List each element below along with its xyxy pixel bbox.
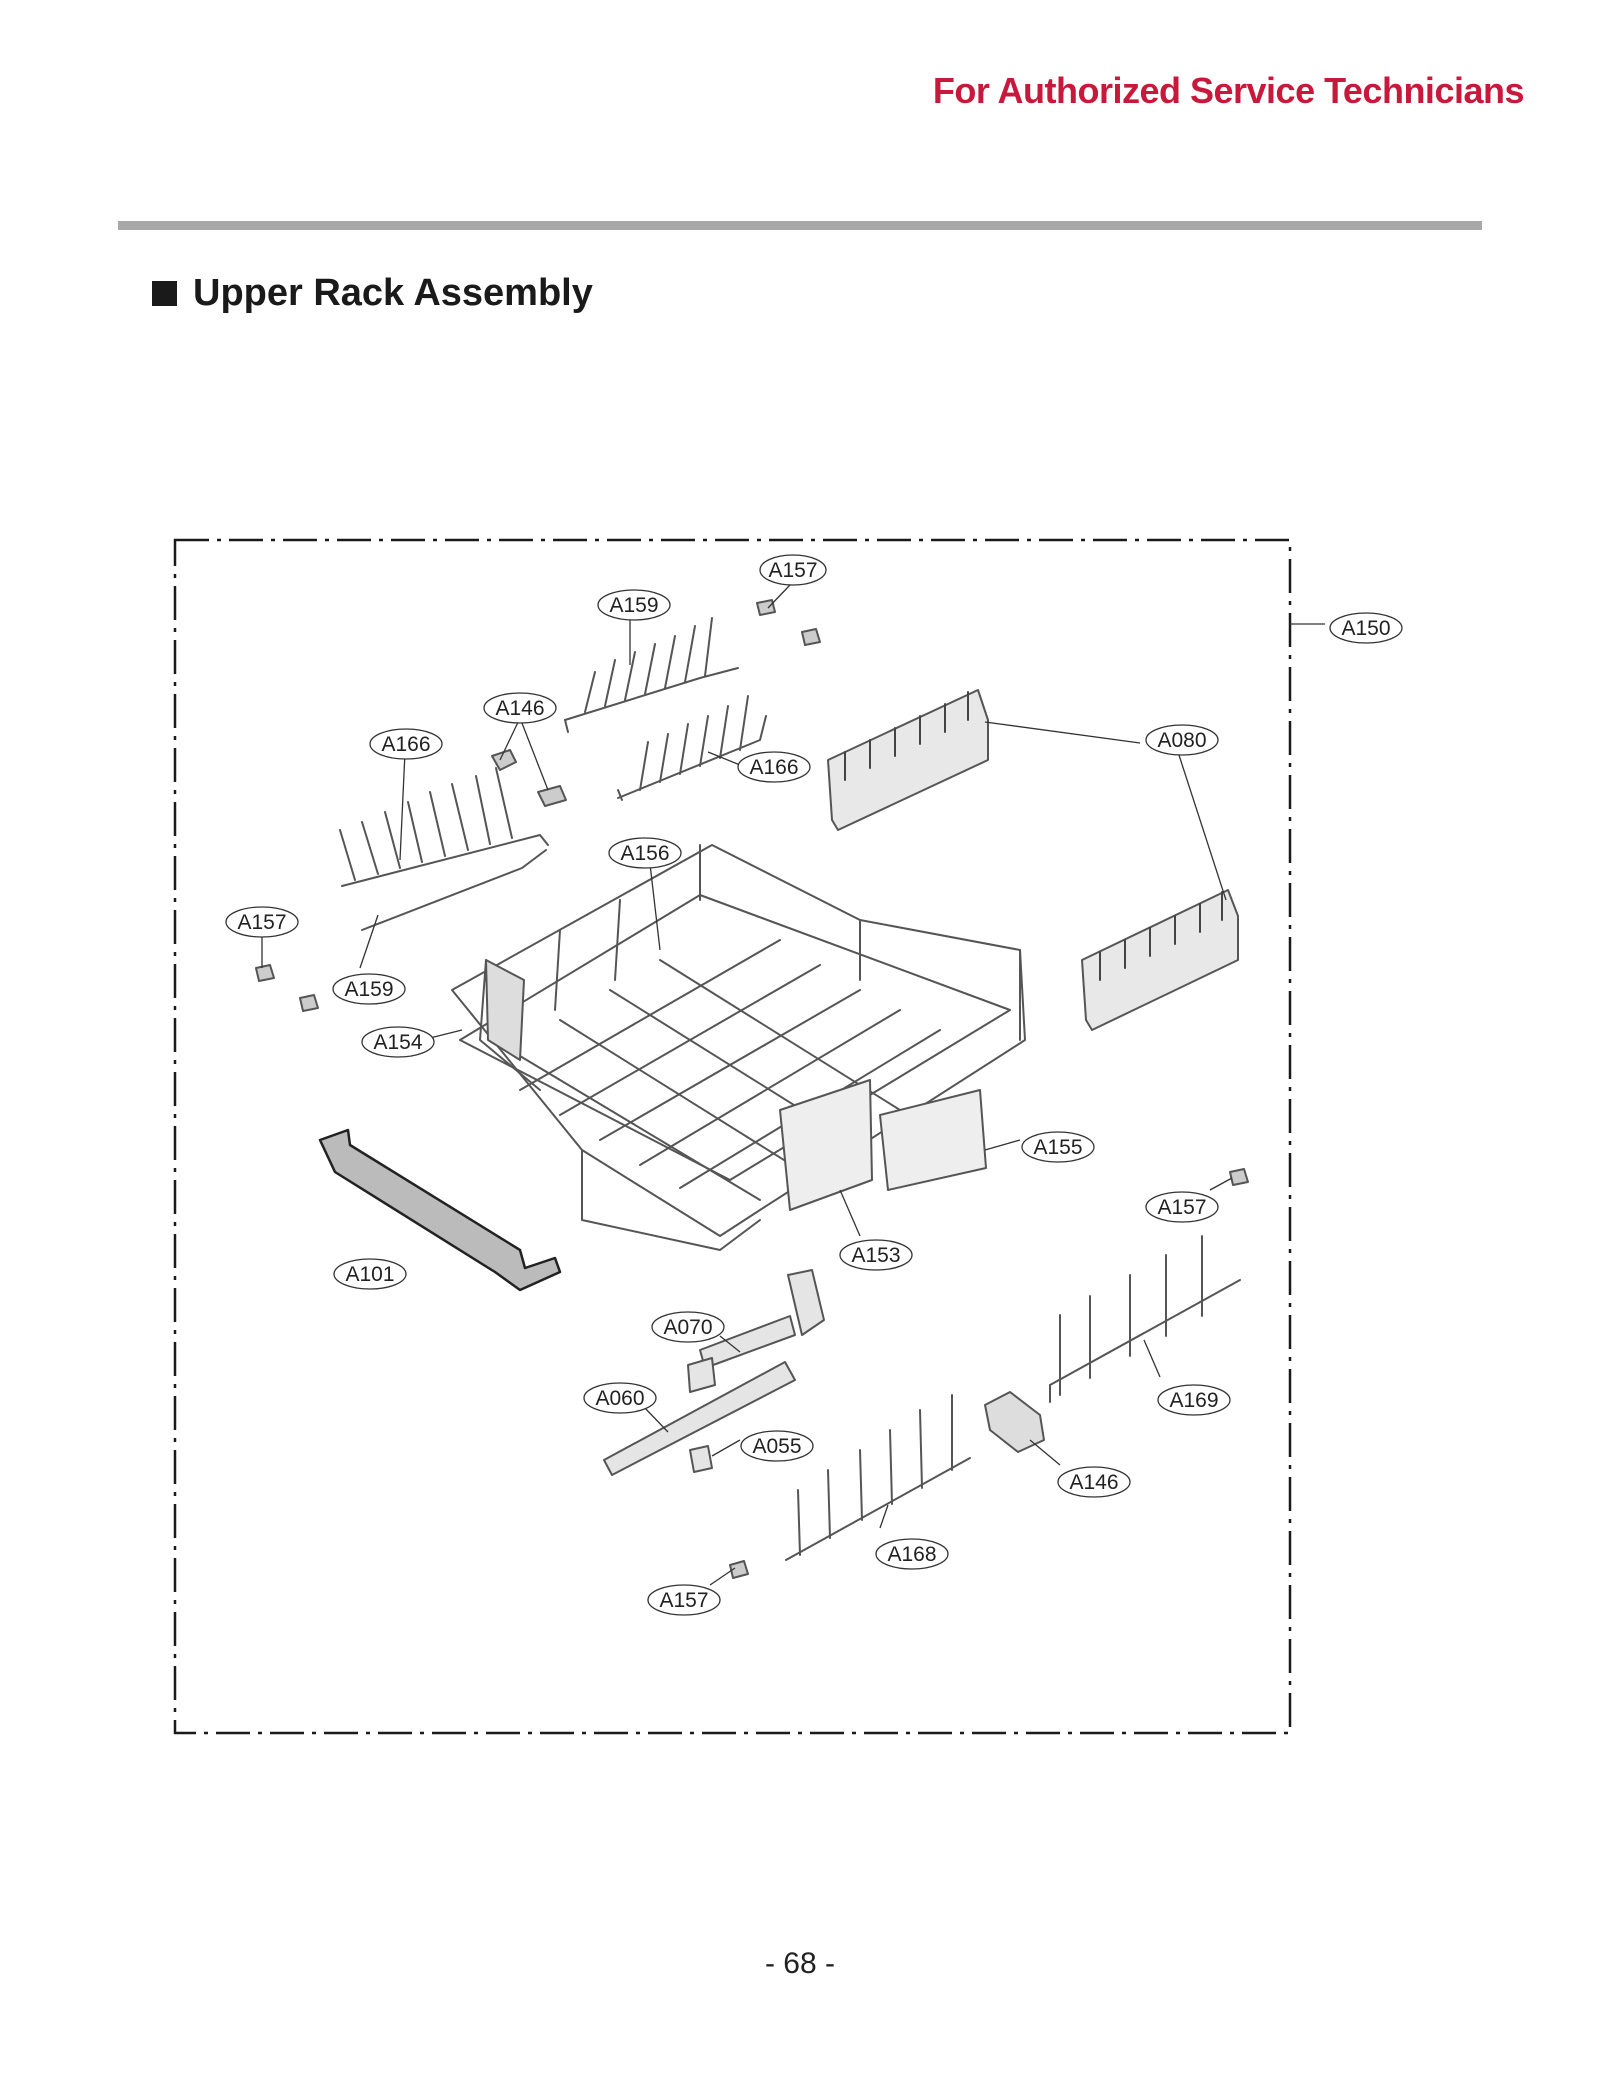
- svg-text:A146: A146: [495, 697, 544, 720]
- callout-a070: A070: [651, 1311, 725, 1343]
- svg-text:A070: A070: [663, 1316, 712, 1339]
- callout-a060: A060: [583, 1382, 657, 1414]
- callout-a157-left: A157: [225, 906, 299, 938]
- svg-text:A155: A155: [1033, 1136, 1082, 1159]
- tine-row-a166-mid: [617, 695, 767, 801]
- section-title: Upper Rack Assembly: [193, 272, 593, 314]
- clip-a146-bottom: [984, 1391, 1045, 1453]
- svg-text:A159: A159: [609, 594, 658, 617]
- cup-shelf-a080-top: [827, 689, 989, 831]
- callout-a150: A150: [1329, 612, 1403, 644]
- section-heading: Upper Rack Assembly: [152, 272, 593, 315]
- svg-text:A166: A166: [381, 733, 430, 756]
- tine-row-a159-top: [564, 617, 739, 733]
- svg-text:A157: A157: [237, 911, 286, 934]
- callout-a155: A155: [1021, 1131, 1095, 1163]
- svg-text:A157: A157: [768, 559, 817, 582]
- svg-text:A055: A055: [752, 1435, 801, 1458]
- tine-row-a166-left: [339, 767, 549, 931]
- callout-a159-left: A159: [332, 973, 406, 1005]
- callout-a157-top: A157: [759, 554, 827, 586]
- svg-text:A166: A166: [749, 756, 798, 779]
- header-divider: [118, 221, 1482, 230]
- callout-a166-left: A166: [369, 728, 443, 760]
- callout-a153: A153: [839, 1239, 913, 1271]
- svg-text:A150: A150: [1341, 617, 1390, 640]
- svg-text:A154: A154: [373, 1031, 422, 1054]
- callout-a168: A168: [875, 1538, 949, 1570]
- callout-a146-bottom: A146: [1057, 1466, 1131, 1498]
- authorized-technicians-note: For Authorized Service Technicians: [932, 70, 1525, 111]
- rack-handle-a101: [318, 1128, 562, 1292]
- svg-text:A101: A101: [345, 1263, 394, 1286]
- svg-text:A169: A169: [1169, 1389, 1218, 1412]
- callout-a166-mid: A166: [737, 751, 811, 783]
- svg-text:A080: A080: [1157, 729, 1206, 752]
- callout-a159-top: A159: [597, 589, 671, 621]
- upper-rack-basket: [451, 844, 1026, 1251]
- callout-a157-right: A157: [1145, 1191, 1219, 1223]
- svg-text:A157: A157: [659, 1589, 708, 1612]
- svg-text:A156: A156: [620, 842, 669, 865]
- svg-text:A168: A168: [887, 1543, 936, 1566]
- svg-text:A146: A146: [1069, 1471, 1118, 1494]
- bullet-square-icon: [152, 281, 177, 306]
- spray-arm-assembly: [603, 1269, 825, 1476]
- callout-a146-top: A146: [483, 692, 557, 724]
- clip-a146-top: [491, 749, 567, 807]
- page-number: - 68 -: [764, 1947, 836, 1980]
- tine-row-a169: [1049, 1235, 1241, 1403]
- assembly-boundary-frame: [173, 538, 1292, 1735]
- leader-lines: [261, 584, 1325, 1586]
- svg-text:A157: A157: [1157, 1196, 1206, 1219]
- callout-a156: A156: [608, 837, 682, 869]
- tine-row-a168: [785, 1394, 971, 1561]
- clip-a157-group: [255, 599, 1249, 1579]
- callout-a101: A101: [333, 1258, 407, 1290]
- svg-text:A153: A153: [851, 1244, 900, 1267]
- svg-text:A060: A060: [595, 1387, 644, 1410]
- cup-shelf-a080-bottom: [1081, 889, 1239, 1031]
- callout-a169: A169: [1157, 1384, 1231, 1416]
- callout-a154: A154: [361, 1026, 435, 1058]
- callout-a157-bottom: A157: [647, 1584, 721, 1616]
- svg-text:A159: A159: [344, 978, 393, 1001]
- callout-a080: A080: [1145, 724, 1219, 756]
- callout-a055: A055: [740, 1430, 814, 1462]
